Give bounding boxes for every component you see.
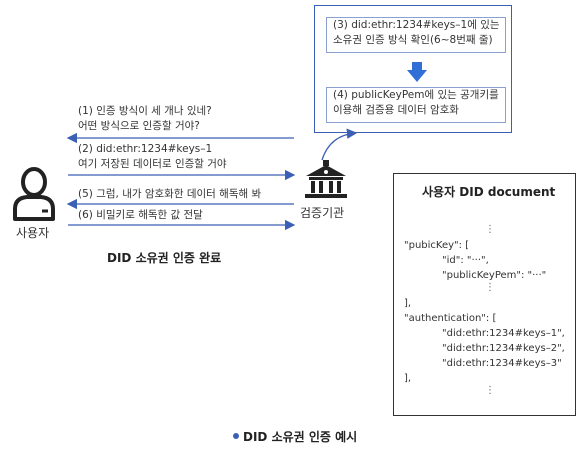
doc-line-close1: ], xyxy=(404,298,412,309)
step3-line1: (3) did:ethr:1234#keys–1에 있는 xyxy=(333,19,500,31)
verifier-process-box: (3) did:ethr:1234#keys–1에 있는 소유권 인증 방식 확… xyxy=(314,5,512,133)
step4-line2: 이용해 검증용 데이터 암호화 xyxy=(333,104,459,116)
ellipsis-mid: ⋮ xyxy=(485,282,495,293)
doc-line-publickeypem: "publicKeyPem": "···" xyxy=(442,270,547,281)
msg-step2-line2: 여기 저장된 데이터로 인증할 거야 xyxy=(78,158,227,170)
down-arrow-icon xyxy=(407,62,427,82)
figure-caption: DID 소유권 인증 예시 xyxy=(243,430,358,444)
step4-box: (4) publicKeyPem에 있는 공개키를 이용해 검증용 데이터 암호… xyxy=(326,87,506,123)
ellipsis-bottom: ⋮ xyxy=(485,385,495,396)
doc-line-pubickey: "pubicKey": [ xyxy=(404,240,470,251)
user-label: 사용자 xyxy=(16,226,50,240)
msg-step1-line2: 어떤 방식으로 인증할 거야? xyxy=(78,120,200,132)
verifier-label: 검증기관 xyxy=(300,206,345,220)
doc-line-authentication: "authentication": [ xyxy=(404,313,497,324)
auth-complete-label: DID 소유권 인증 완료 xyxy=(107,251,222,265)
msg-step2-line1: (2) did:ethr:1234#keys–1 xyxy=(78,143,213,155)
user-icon xyxy=(13,167,55,221)
doc-line-id: "id": "···", xyxy=(442,255,489,266)
step4-line1: (4) publicKeyPem에 있는 공개키를 xyxy=(333,89,499,101)
doc-line-key3: "did:ethr:1234#keys–3" xyxy=(442,358,562,369)
doc-line-key2: "did:ethr:1234#keys–2", xyxy=(442,343,565,354)
building-icon xyxy=(305,160,347,198)
step3-line2: 소유권 인증 방식 확인(6~8번째 줄) xyxy=(333,34,493,46)
document-title: 사용자 DID document xyxy=(422,185,556,199)
arrow-verifier-to-box xyxy=(321,128,358,161)
msg-step6: (6) 비밀키로 해독한 값 전달 xyxy=(78,209,203,221)
step3-box: (3) did:ethr:1234#keys–1에 있는 소유권 인증 방식 확… xyxy=(326,17,506,53)
msg-step1-line1: (1) 인증 방식이 세 개나 있네? xyxy=(78,105,212,117)
ellipsis-top: ⋮ xyxy=(485,224,495,235)
msg-step5: (5) 그럼, 내가 암호화한 데이터 해독해 봐 xyxy=(78,188,262,200)
did-document-box: 사용자 DID document ⋮ "pubicKey": [ "id": "… xyxy=(393,173,576,416)
doc-line-close2: ], xyxy=(404,373,412,384)
doc-line-key1: "did:ethr:1234#keys–1", xyxy=(442,328,565,339)
caption-bullet-icon xyxy=(233,433,239,439)
